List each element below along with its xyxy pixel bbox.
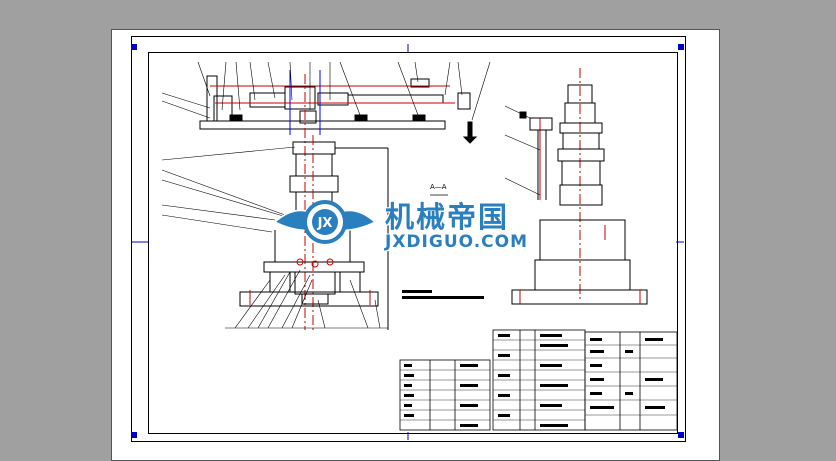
title-block-rows — [400, 339, 677, 421]
sheet-border-inner — [148, 52, 678, 434]
title-block — [399, 329, 678, 431]
technical-notes — [402, 290, 484, 299]
corner-marker-tl — [131, 44, 137, 50]
watermark-title: 机械帝国 — [385, 200, 510, 234]
corner-marker-br — [678, 432, 684, 438]
assembly-drawing — [131, 44, 684, 440]
watermark-logo-icon: JX — [273, 200, 377, 244]
sheet-border-outer — [131, 36, 686, 442]
corner-marker-tr — [678, 44, 684, 50]
drawing-sheet — [111, 29, 720, 461]
corner-marker-bl — [131, 432, 137, 438]
watermark-url: JXDIGUO.COM — [385, 232, 529, 252]
section-label-aa: A—A — [430, 183, 447, 191]
logo-initials: JX — [317, 216, 333, 231]
watermark: JX 机械帝国 JXDIGUO.COM — [270, 192, 570, 258]
section-view-aa — [511, 68, 648, 305]
